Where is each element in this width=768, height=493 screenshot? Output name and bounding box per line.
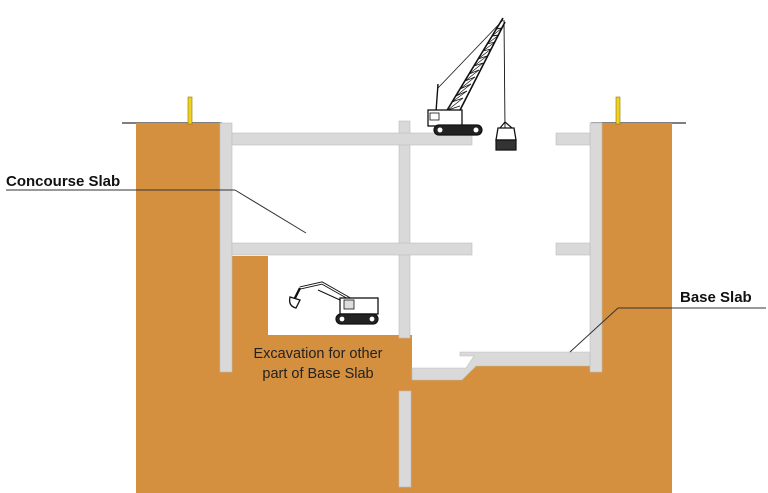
label-concourse-slab: Concourse Slab: [6, 173, 120, 190]
soil: [136, 123, 672, 493]
leader-concourse: [234, 189, 307, 234]
leader-base: [569, 307, 619, 353]
concourse-slab-left: [231, 242, 473, 256]
label-excavation-line2: part of Base Slab: [262, 366, 373, 382]
survey-marker-icon: [615, 96, 621, 125]
diaphragm-wall-left: [219, 122, 233, 373]
central-pile: [398, 390, 412, 488]
concourse-slab-right: [555, 242, 591, 256]
base-slab: [411, 351, 591, 381]
crawler-crane-icon: [427, 17, 517, 151]
roof-slab-left: [231, 132, 473, 146]
roof-slab-right: [555, 132, 591, 146]
survey-marker-icon: [187, 96, 193, 125]
central-column: [398, 120, 411, 339]
diaphragm-wall-right: [589, 122, 603, 373]
excavator-icon: [288, 281, 379, 325]
label-base-slab: Base Slab: [680, 289, 752, 306]
label-excavation-line1: Excavation for other: [254, 346, 383, 362]
